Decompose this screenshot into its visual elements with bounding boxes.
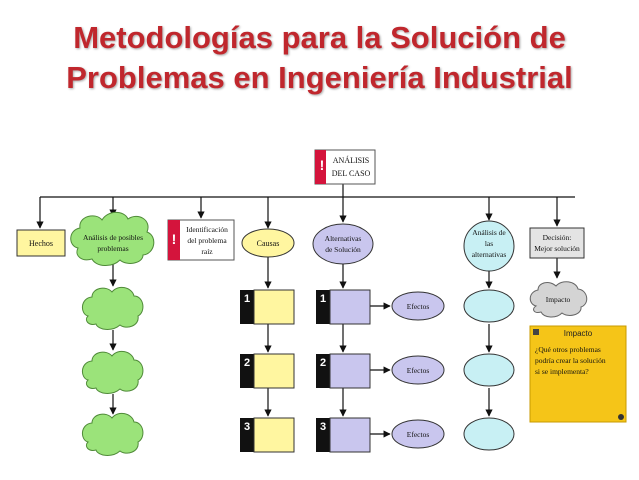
impacto-cloud: Impacto [529, 281, 588, 318]
page-title: Metodologías para la Solución de Problem… [0, 18, 639, 98]
cyan-ellipse-2 [463, 353, 515, 387]
hechos-node: Hechos [16, 229, 66, 257]
cyan-ellipse-3 [463, 417, 515, 451]
causa-step-1: 1 [240, 289, 295, 325]
title-line-2: Problemas en Ingeniería Industrial [66, 60, 573, 95]
svg-text:de Solución: de Solución [325, 245, 361, 254]
root-node: ! ANÁLISIS DEL CASO [314, 149, 376, 185]
identificacion-node: ! Identificación del problema raíz [167, 219, 235, 261]
svg-text:problemas: problemas [97, 244, 128, 253]
svg-text:podría crear la solución: podría crear la solución [535, 356, 606, 365]
svg-text:1: 1 [320, 293, 326, 305]
svg-text:alternativas: alternativas [472, 250, 507, 259]
analisis-alternativas-node: Análisis de las alternativas [463, 220, 515, 272]
svg-text:1: 1 [244, 293, 250, 305]
decision-node: Decisión: Mejor solución [529, 227, 585, 259]
svg-text:2: 2 [320, 357, 326, 369]
causas-node: Causas [241, 228, 295, 258]
svg-text:Alternativas: Alternativas [325, 234, 362, 243]
svg-text:3: 3 [244, 421, 250, 433]
causa-step-2: 2 [240, 353, 295, 389]
svg-text:ANÁLISIS: ANÁLISIS [333, 155, 369, 165]
svg-text:Efectos: Efectos [407, 366, 430, 375]
causa-step-3: 3 [240, 417, 295, 453]
svg-text:Causas: Causas [257, 239, 280, 248]
svg-text:Efectos: Efectos [407, 302, 430, 311]
alert-icon [315, 150, 326, 184]
svg-text:Análisis de posibles: Análisis de posibles [83, 233, 143, 242]
svg-text:2: 2 [244, 357, 250, 369]
note-icon [533, 329, 539, 335]
svg-text:Identificación: Identificación [186, 225, 228, 234]
alternativa-step-1: 1 [316, 289, 371, 325]
alternativa-step-2: 2 [316, 353, 371, 389]
svg-text:!: ! [320, 157, 325, 173]
cyan-ellipse-1 [463, 289, 515, 323]
green-cloud-2 [82, 350, 144, 394]
alternativas-node: Alternativas de Solución [312, 223, 374, 265]
alert-icon [168, 220, 180, 260]
svg-text:Análisis de: Análisis de [472, 228, 506, 237]
efectos-node-1: Efectos [391, 291, 445, 321]
title-line-1: Metodologías para la Solución de [73, 20, 566, 55]
green-cloud-3 [82, 412, 144, 456]
svg-text:!: ! [172, 231, 177, 247]
svg-text:Efectos: Efectos [407, 430, 430, 439]
svg-text:si se implementa?: si se implementa? [535, 367, 589, 376]
efectos-node-2: Efectos [391, 355, 445, 385]
svg-text:del problema: del problema [187, 236, 227, 245]
svg-text:¿Qué otros problemas: ¿Qué otros problemas [535, 345, 601, 354]
svg-text:Decisión:: Decisión: [543, 233, 572, 242]
svg-text:3: 3 [320, 421, 326, 433]
svg-text:Impacto: Impacto [564, 329, 593, 338]
svg-text:Mejor solución: Mejor solución [534, 244, 580, 253]
svg-text:DEL CASO: DEL CASO [332, 169, 371, 178]
svg-text:Hechos: Hechos [29, 239, 53, 248]
note-corner-icon [618, 414, 624, 420]
svg-text:raíz: raíz [201, 247, 213, 256]
efectos-node-3: Efectos [391, 419, 445, 449]
green-cloud-1 [82, 286, 144, 330]
svg-text:Impacto: Impacto [546, 295, 571, 304]
impacto-sticky-note: Impacto ¿Qué otros problemas podría crea… [529, 325, 627, 423]
svg-text:las: las [485, 239, 493, 248]
connectors [36, 184, 575, 438]
analisis-problemas-cloud: Análisis de posibles problemas [70, 211, 155, 266]
alternativa-step-3: 3 [316, 417, 371, 453]
